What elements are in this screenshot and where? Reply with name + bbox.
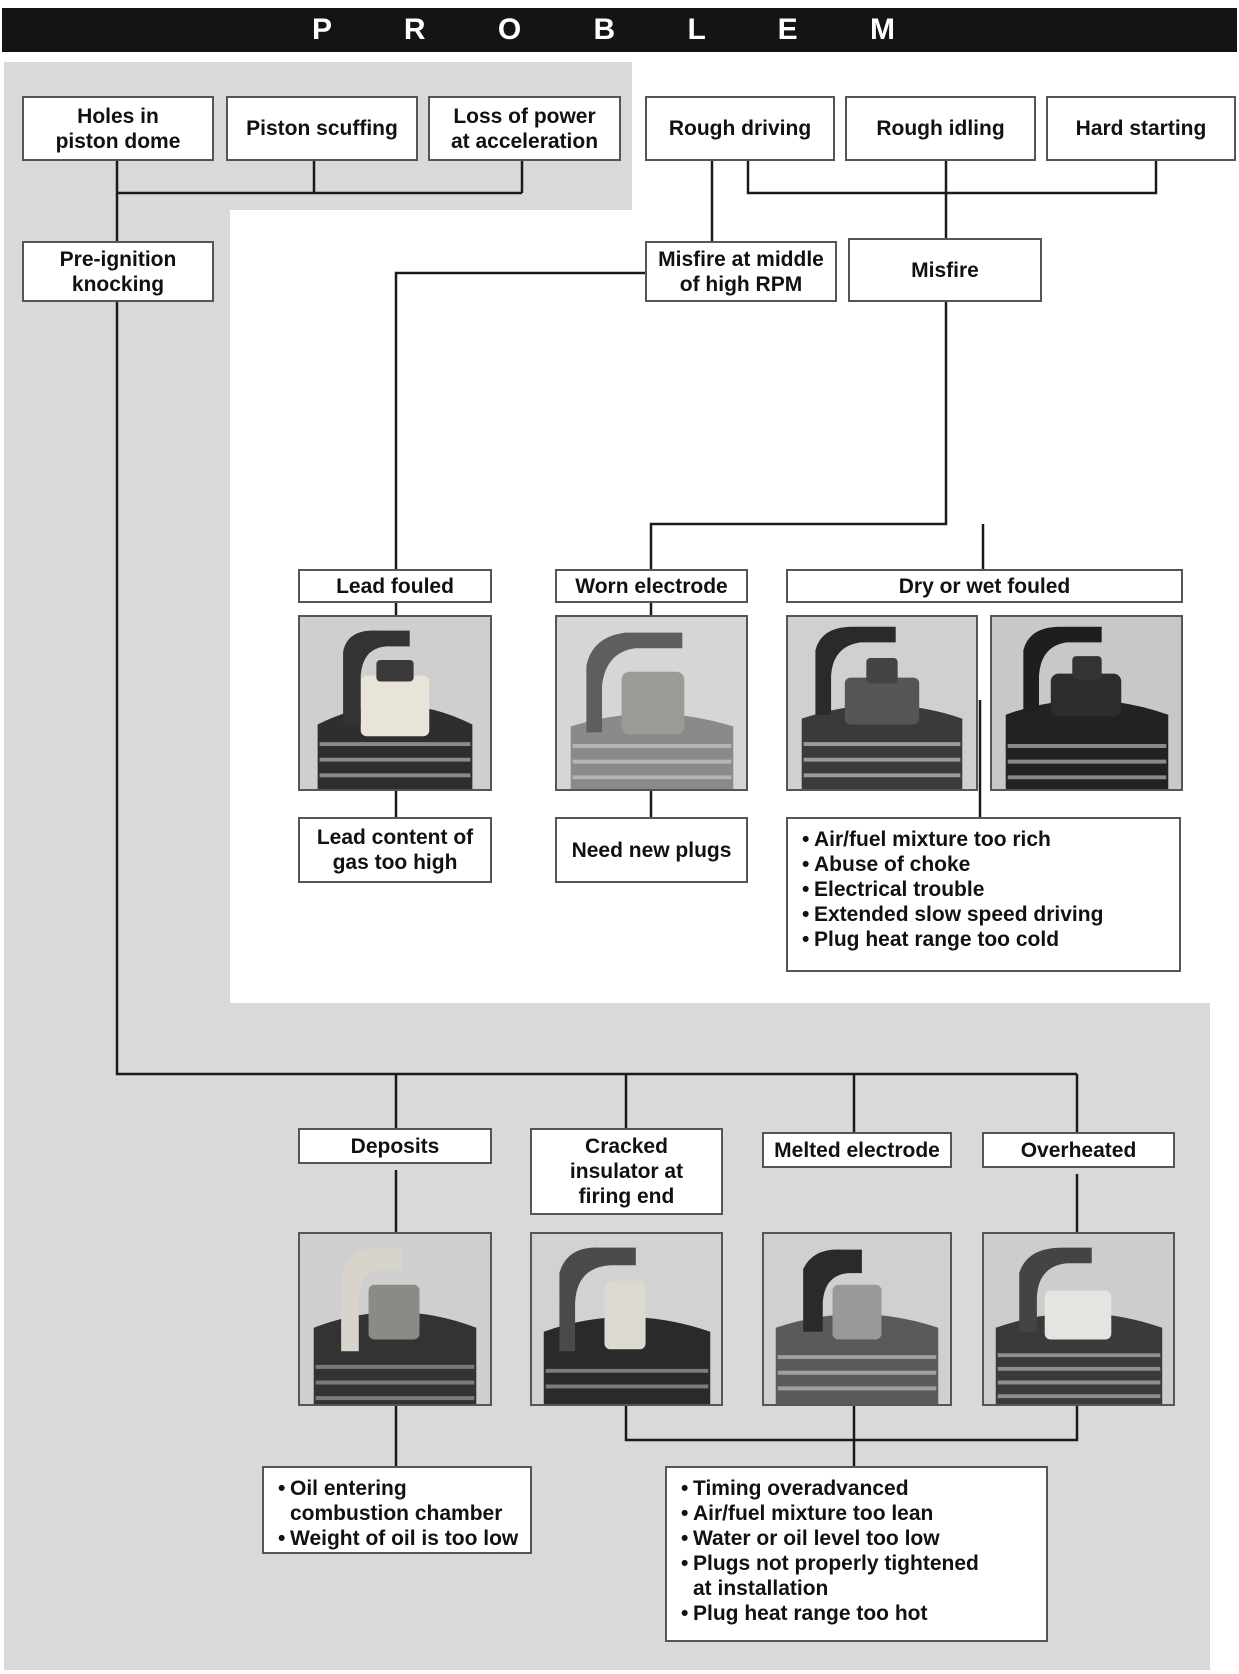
misfire-box: Misfire	[848, 238, 1042, 302]
loss-of-power-box: Loss of power at acceleration	[428, 96, 621, 161]
dry-fouled-plug-photo	[786, 615, 978, 791]
overheated-box: Overheated	[982, 1132, 1175, 1168]
melted-electrode-plug-photo	[762, 1232, 952, 1406]
problem-header: P R O B L E M	[2, 8, 1237, 52]
misfire-middle-high-rpm-box: Misfire at middle of high RPM	[645, 241, 837, 302]
worn-electrode-box: Worn electrode	[555, 569, 748, 603]
dry-or-wet-fouled-box: Dry or wet fouled	[786, 569, 1183, 603]
hard-starting-box: Hard starting	[1046, 96, 1236, 161]
lead-fouled-plug-photo	[298, 615, 492, 791]
list-item: Weight of oil is too low	[278, 1526, 520, 1551]
overheat-causes-list: Timing overadvanced Air/fuel mixture too…	[665, 1466, 1048, 1642]
list-item: Timing overadvanced	[681, 1476, 1036, 1501]
rough-idling-box: Rough idling	[845, 96, 1036, 161]
list-item: Abuse of choke	[802, 852, 1169, 877]
pre-ignition-knocking-box: Pre-ignition knocking	[22, 241, 214, 302]
holes-in-piston-dome-box: Holes in piston dome	[22, 96, 214, 161]
list-item: Plug heat range too hot	[681, 1601, 1036, 1626]
list-item: Oil entering combustion chamber	[278, 1476, 520, 1526]
dry-wet-causes-list: Air/fuel mixture too rich Abuse of choke…	[786, 817, 1181, 972]
melted-electrode-box: Melted electrode	[762, 1132, 952, 1168]
wet-fouled-plug-photo	[990, 615, 1183, 791]
deposits-plug-photo	[298, 1232, 492, 1406]
lead-content-box: Lead content of gas too high	[298, 817, 492, 883]
list-item: Air/fuel mixture too lean	[681, 1501, 1036, 1526]
list-item: Plug heat range too cold	[802, 927, 1169, 952]
list-item: Electrical trouble	[802, 877, 1169, 902]
cracked-insulator-box: Cracked insulator at firing end	[530, 1128, 723, 1215]
overheated-plug-photo	[982, 1232, 1175, 1406]
deposits-causes-list: Oil entering combustion chamber Weight o…	[262, 1466, 532, 1554]
list-item: Extended slow speed driving	[802, 902, 1169, 927]
piston-scuffing-box: Piston scuffing	[226, 96, 418, 161]
cracked-insulator-plug-photo	[530, 1232, 723, 1406]
need-new-plugs-box: Need new plugs	[555, 817, 748, 883]
rough-driving-box: Rough driving	[645, 96, 835, 161]
lead-fouled-box: Lead fouled	[298, 569, 492, 603]
list-item: Air/fuel mixture too rich	[802, 827, 1169, 852]
deposits-box: Deposits	[298, 1128, 492, 1164]
list-item: Water or oil level too low	[681, 1526, 1036, 1551]
worn-electrode-plug-photo	[555, 615, 748, 791]
list-item: Plugs not properly tightened at installa…	[681, 1551, 1036, 1601]
